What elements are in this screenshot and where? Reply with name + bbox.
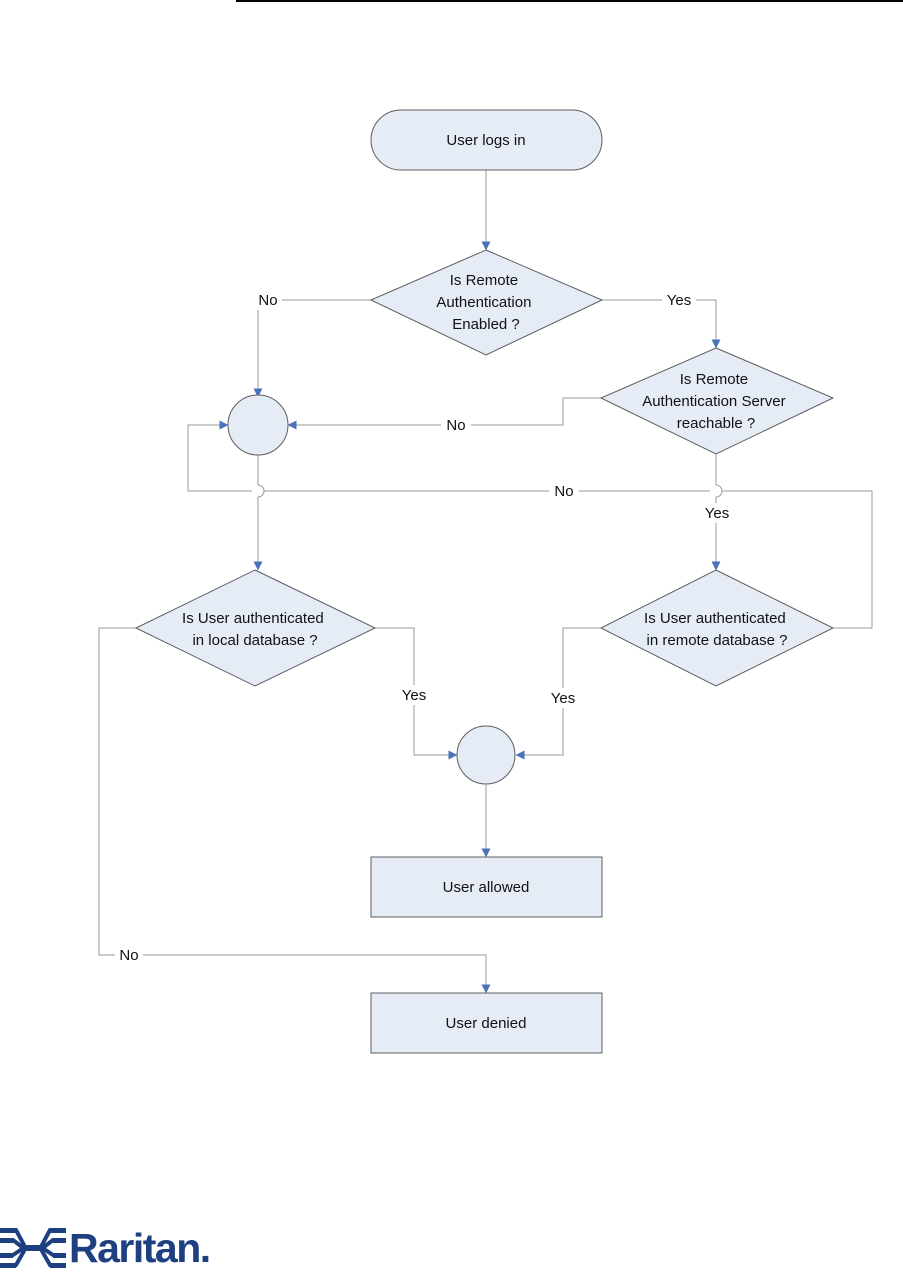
- node-remote-enabled: Is Remote Authentication Enabled ?: [371, 250, 602, 355]
- edge-merge-down-upper: [258, 455, 264, 497]
- edge-label-remote-enabled-yes: Yes: [667, 292, 691, 309]
- edge-label-server-reachable-no: No: [446, 417, 465, 434]
- node-remote-auth-line-2: in remote database ?: [647, 632, 788, 649]
- edge-label-remote-auth-yes: Yes: [551, 690, 575, 707]
- node-local-auth: Is User authenticated in local database …: [136, 570, 375, 686]
- edge-label-local-auth-yes: Yes: [402, 687, 426, 704]
- node-server-reachable-line-3: reachable ?: [677, 415, 755, 432]
- node-remote-enabled-line-1: Is Remote: [450, 272, 518, 289]
- node-remote-enabled-line-3: Enabled ?: [452, 316, 520, 333]
- raritan-logo: Raritan.: [0, 1224, 210, 1272]
- node-allowed: User allowed: [371, 857, 602, 917]
- node-remote-auth: Is User authenticated in remote database…: [601, 570, 833, 686]
- edge-label-remote-auth-no: No: [554, 483, 573, 500]
- edge-label-remote-enabled-no: No: [258, 292, 277, 309]
- merge-circle-allowed: [457, 726, 515, 784]
- flowchart: No Yes No No Yes Yes Yes No User logs in…: [0, 0, 903, 1200]
- raritan-logo-text: Raritan.: [69, 1228, 210, 1269]
- node-denied-label: User denied: [446, 1015, 527, 1032]
- node-server-reachable: Is Remote Authentication Server reachabl…: [601, 348, 833, 454]
- node-remote-enabled-line-2: Authentication: [436, 294, 531, 311]
- node-local-auth-line-2: in local database ?: [192, 632, 317, 649]
- edge-remote-enabled-yes: [602, 300, 716, 348]
- edge-local-auth-no: [99, 628, 486, 993]
- edge-label-server-reachable-yes: Yes: [705, 505, 729, 522]
- node-denied: User denied: [371, 993, 602, 1053]
- node-start-label: User logs in: [446, 132, 525, 149]
- node-server-reachable-line-1: Is Remote: [680, 371, 748, 388]
- edge-server-reachable-yes-upper: [716, 454, 722, 497]
- merge-circle-local: [228, 395, 288, 455]
- node-allowed-label: User allowed: [443, 879, 530, 896]
- node-server-reachable-line-2: Authentication Server: [642, 393, 785, 410]
- edge-label-local-auth-no: No: [119, 947, 138, 964]
- raritan-logo-mark: [0, 1225, 66, 1271]
- node-remote-auth-line-1: Is User authenticated: [644, 610, 786, 627]
- edge-remote-enabled-no: [258, 300, 371, 397]
- node-start: User logs in: [371, 110, 602, 170]
- node-local-auth-line-1: Is User authenticated: [182, 610, 324, 627]
